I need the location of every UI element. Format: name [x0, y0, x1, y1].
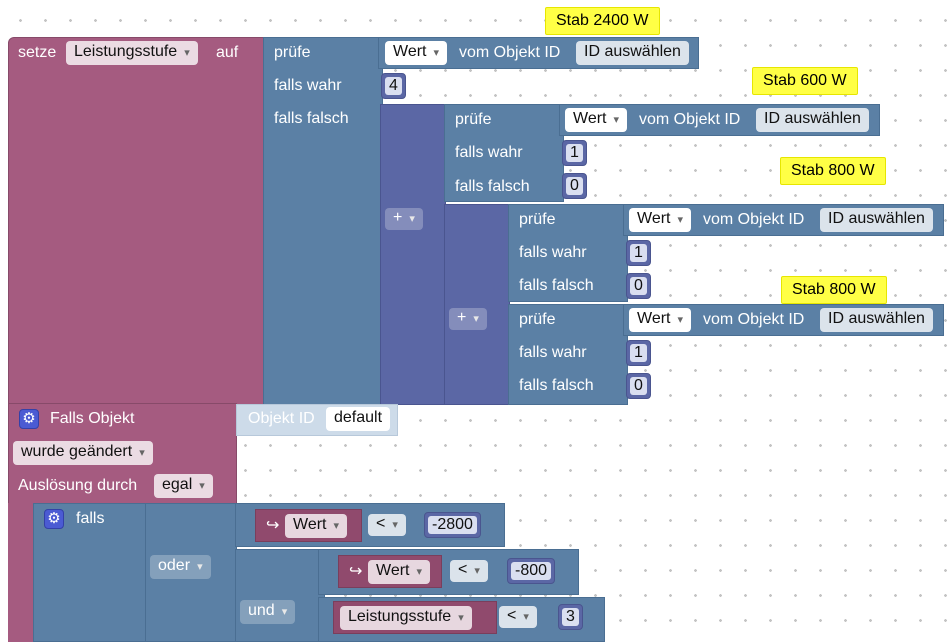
number-field[interactable]: 1	[630, 344, 647, 362]
number-block-4[interactable]: 4	[381, 73, 406, 99]
number-block-0c[interactable]: 0	[626, 373, 651, 399]
number-field[interactable]: -800	[511, 562, 552, 580]
if-true-label-4: falls wahr	[519, 344, 587, 361]
number-field[interactable]: 1	[630, 244, 647, 262]
from-object-label-1: vom Objekt ID	[459, 44, 561, 61]
number-field[interactable]: 0	[566, 177, 583, 195]
variable-param-dropdown[interactable]: Leistungsstufe	[340, 606, 472, 630]
triggered-by-label: Auslösung durch	[18, 477, 138, 494]
variable-dropdown[interactable]: Leistungsstufe	[66, 41, 198, 65]
if-false-label-4: falls falsch	[519, 377, 594, 394]
if-false-label-2: falls falsch	[455, 178, 530, 195]
any-dropdown[interactable]: egal	[154, 474, 213, 498]
and-dropdown[interactable]: und	[240, 600, 296, 624]
number-block-0a[interactable]: 0	[562, 173, 587, 199]
number-block-0b[interactable]: 0	[626, 273, 651, 299]
check-label-4: prüfe	[519, 311, 556, 328]
if-true-label-3: falls wahr	[519, 244, 587, 261]
object-id-label: Objekt ID	[248, 410, 315, 427]
number-block-3[interactable]: 3	[558, 604, 583, 630]
select-id-field-4[interactable]: ID auswählen	[820, 308, 933, 332]
if-true-label: falls wahr	[274, 77, 342, 94]
arrow-icon: ↪	[349, 563, 363, 580]
select-id-field-3[interactable]: ID auswählen	[820, 208, 933, 232]
check-label-3: prüfe	[519, 211, 556, 228]
check-label-2: prüfe	[455, 111, 492, 128]
comment-note-4[interactable]: Stab 800 W	[781, 276, 887, 304]
if-false-label-3: falls falsch	[519, 277, 594, 294]
select-id-field-1[interactable]: ID auswählen	[576, 41, 689, 65]
number-field[interactable]: 1	[566, 144, 583, 162]
plus-dropdown-1[interactable]: +	[385, 208, 423, 230]
setze-label: setze	[18, 44, 57, 61]
from-object-label-3: vom Objekt ID	[703, 211, 805, 228]
number-field[interactable]: 0	[630, 277, 647, 295]
trigger-title: Falls Objekt	[50, 410, 135, 427]
from-object-label-4: vom Objekt ID	[703, 311, 805, 328]
ternary-block-2[interactable]	[444, 104, 564, 202]
set-variable-block[interactable]	[8, 37, 265, 405]
ternary-block-3[interactable]	[508, 204, 628, 302]
math-add-block-1[interactable]	[380, 104, 446, 405]
comment-note-1[interactable]: Stab 2400 W	[545, 7, 660, 35]
number-block-neg800[interactable]: -800	[507, 558, 556, 584]
number-field[interactable]: 4	[385, 77, 402, 95]
value-dropdown-2[interactable]: Wert	[565, 108, 628, 132]
value-param-dropdown-1[interactable]: Wert	[285, 514, 348, 538]
if-false-label: falls falsch	[274, 110, 349, 127]
number-block-neg2800[interactable]: -2800	[424, 512, 481, 538]
logic-and-block[interactable]	[235, 549, 325, 642]
compare-op-dropdown-2[interactable]: <	[450, 560, 488, 582]
number-field[interactable]: -2800	[428, 516, 477, 534]
arrow-icon: ↪	[266, 517, 280, 534]
changed-dropdown[interactable]: wurde geändert	[13, 441, 153, 465]
if-true-label-2: falls wahr	[455, 144, 523, 161]
gear-icon[interactable]: ⚙	[19, 409, 39, 429]
select-id-field-2[interactable]: ID auswählen	[756, 108, 869, 132]
math-add-block-2[interactable]	[444, 204, 510, 405]
check-label: prüfe	[274, 44, 311, 61]
value-dropdown-3[interactable]: Wert	[629, 208, 692, 232]
plus-dropdown-2[interactable]: +	[449, 308, 487, 330]
number-block-1a[interactable]: 1	[562, 140, 587, 166]
number-block-1b[interactable]: 1	[626, 240, 651, 266]
value-dropdown-1[interactable]: Wert	[385, 41, 448, 65]
compare-op-dropdown-1[interactable]: <	[368, 514, 406, 536]
compare-op-dropdown-3[interactable]: <	[499, 606, 537, 628]
ternary-block-1[interactable]	[263, 37, 383, 405]
if-label: falls	[76, 510, 105, 527]
comment-note-3[interactable]: Stab 800 W	[780, 157, 886, 185]
gear-icon[interactable]: ⚙	[44, 509, 64, 529]
object-id-field[interactable]: default	[326, 407, 391, 431]
trigger-body-bar	[8, 503, 34, 642]
or-dropdown[interactable]: oder	[150, 555, 211, 579]
number-field[interactable]: 0	[630, 377, 647, 395]
number-field[interactable]: 3	[562, 608, 579, 626]
number-block-1c[interactable]: 1	[626, 340, 651, 366]
auf-label: auf	[216, 44, 239, 61]
comment-note-2[interactable]: Stab 600 W	[752, 67, 858, 95]
value-dropdown-4[interactable]: Wert	[629, 308, 692, 332]
from-object-label-2: vom Objekt ID	[639, 111, 741, 128]
value-param-dropdown-2[interactable]: Wert	[368, 560, 431, 584]
ternary-block-4[interactable]	[508, 304, 628, 405]
